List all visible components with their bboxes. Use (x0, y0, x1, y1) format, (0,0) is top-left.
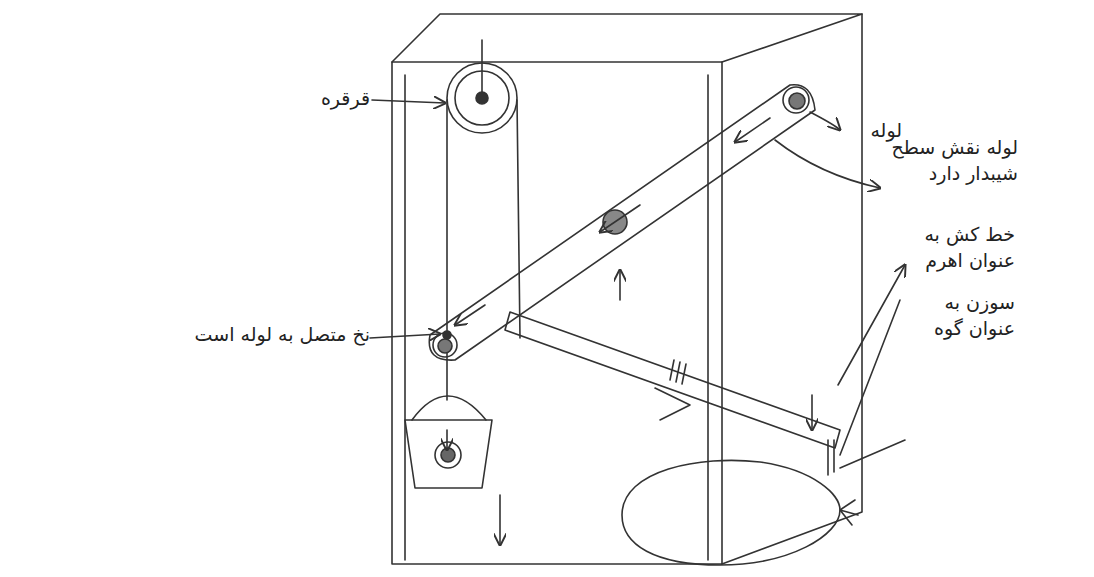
annotation-label: سوزن به عنوان گوه (905, 290, 1015, 341)
box-frame (392, 14, 862, 564)
annotation-label: قرقره (300, 86, 370, 112)
needle (828, 440, 834, 475)
bucket (405, 396, 492, 488)
pulley (447, 40, 517, 133)
string (443, 100, 520, 400)
leader-line (370, 100, 905, 468)
annotation-label: خط کش به عنوان اهرم (905, 222, 1015, 273)
ruler-lever (505, 312, 840, 448)
inclined-tube (429, 85, 815, 360)
annotation-label: نخ متصل به لوله است (160, 322, 370, 348)
annotation-label: لوله نقش سطح شیبدار دارد (878, 135, 1018, 186)
motion-arrow (447, 118, 812, 545)
balloon (622, 460, 858, 565)
